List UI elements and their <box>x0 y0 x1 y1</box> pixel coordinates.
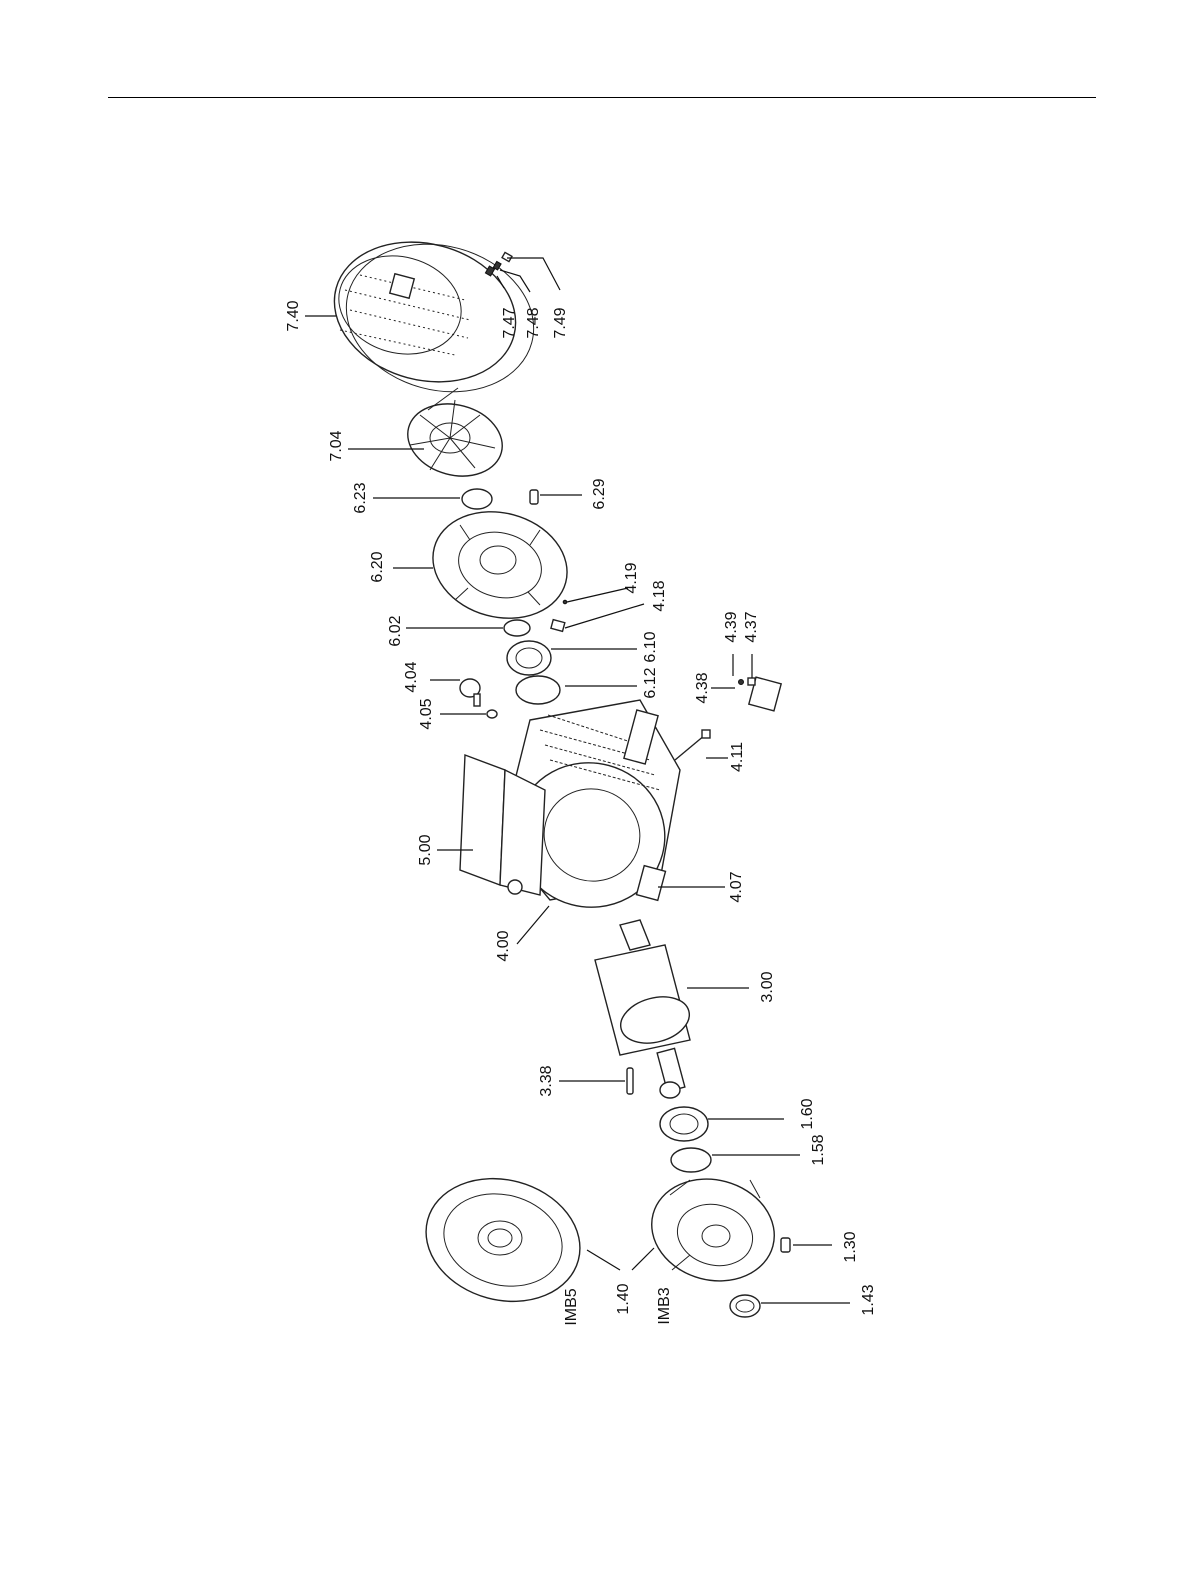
preload-ring-drawing <box>671 1148 711 1172</box>
grease-nipple-drawing <box>530 490 538 504</box>
label-6-20: 6.20 <box>369 551 386 582</box>
label-3-00: 3.00 <box>759 971 776 1002</box>
label-imb3: IMB3 <box>656 1287 673 1324</box>
label-6-02: 6.02 <box>387 615 404 646</box>
foot-bolt-drawing <box>675 730 710 760</box>
label-6-29: 6.29 <box>591 478 608 509</box>
v-ring-drawing <box>730 1295 760 1317</box>
eyebolt-drawing <box>460 679 497 718</box>
label-6-12: 6.12 <box>642 667 659 698</box>
label-4-18: 4.18 <box>651 580 668 611</box>
label-7-40: 7.40 <box>285 300 302 331</box>
label-6-10: 6.10 <box>642 631 659 662</box>
earth-terminal-drawing <box>739 677 782 711</box>
label-4-39: 4.39 <box>723 611 740 642</box>
label-3-38: 3.38 <box>538 1065 555 1096</box>
label-1-58: 1.58 <box>810 1134 827 1165</box>
label-4-07: 4.07 <box>728 871 745 902</box>
label-4-00: 4.00 <box>495 930 512 961</box>
shaft-key-drawing <box>627 1068 633 1094</box>
seal-ring-drawing <box>462 489 492 509</box>
label-1-60: 1.60 <box>799 1098 816 1129</box>
bearing-nde-drawing <box>507 641 551 675</box>
label-4-38: 4.38 <box>694 672 711 703</box>
label-4-19: 4.19 <box>623 562 640 593</box>
fan-drawing <box>400 388 511 486</box>
rivet-drawing <box>563 600 567 604</box>
bearing-de-drawing <box>660 1107 708 1141</box>
endshield-imb3-drawing <box>640 1166 786 1295</box>
label-imb5: IMB5 <box>563 1288 580 1325</box>
label-6-23: 6.23 <box>352 482 369 513</box>
label-7-49: 7.49 <box>552 307 569 338</box>
wave-spring-drawing <box>516 676 560 704</box>
endshield-nde-drawing <box>421 497 579 633</box>
label-5-00: 5.00 <box>417 834 434 865</box>
plate-drawing <box>551 620 565 632</box>
label-7-04: 7.04 <box>328 430 345 461</box>
label-4-11: 4.11 <box>729 742 746 772</box>
grease-nipple-de-drawing <box>781 1238 790 1252</box>
label-1-43: 1.43 <box>860 1284 877 1315</box>
rotor-drawing <box>595 920 695 1098</box>
label-1-30: 1.30 <box>842 1231 859 1262</box>
circlip-drawing <box>504 620 530 636</box>
label-4-05: 4.05 <box>418 698 435 729</box>
label-1-40: 1.40 <box>615 1283 632 1314</box>
label-4-37: 4.37 <box>743 611 760 642</box>
label-7-47: 7.47 <box>501 307 518 338</box>
label-7-48: 7.48 <box>525 307 542 338</box>
label-4-04: 4.04 <box>403 661 420 692</box>
